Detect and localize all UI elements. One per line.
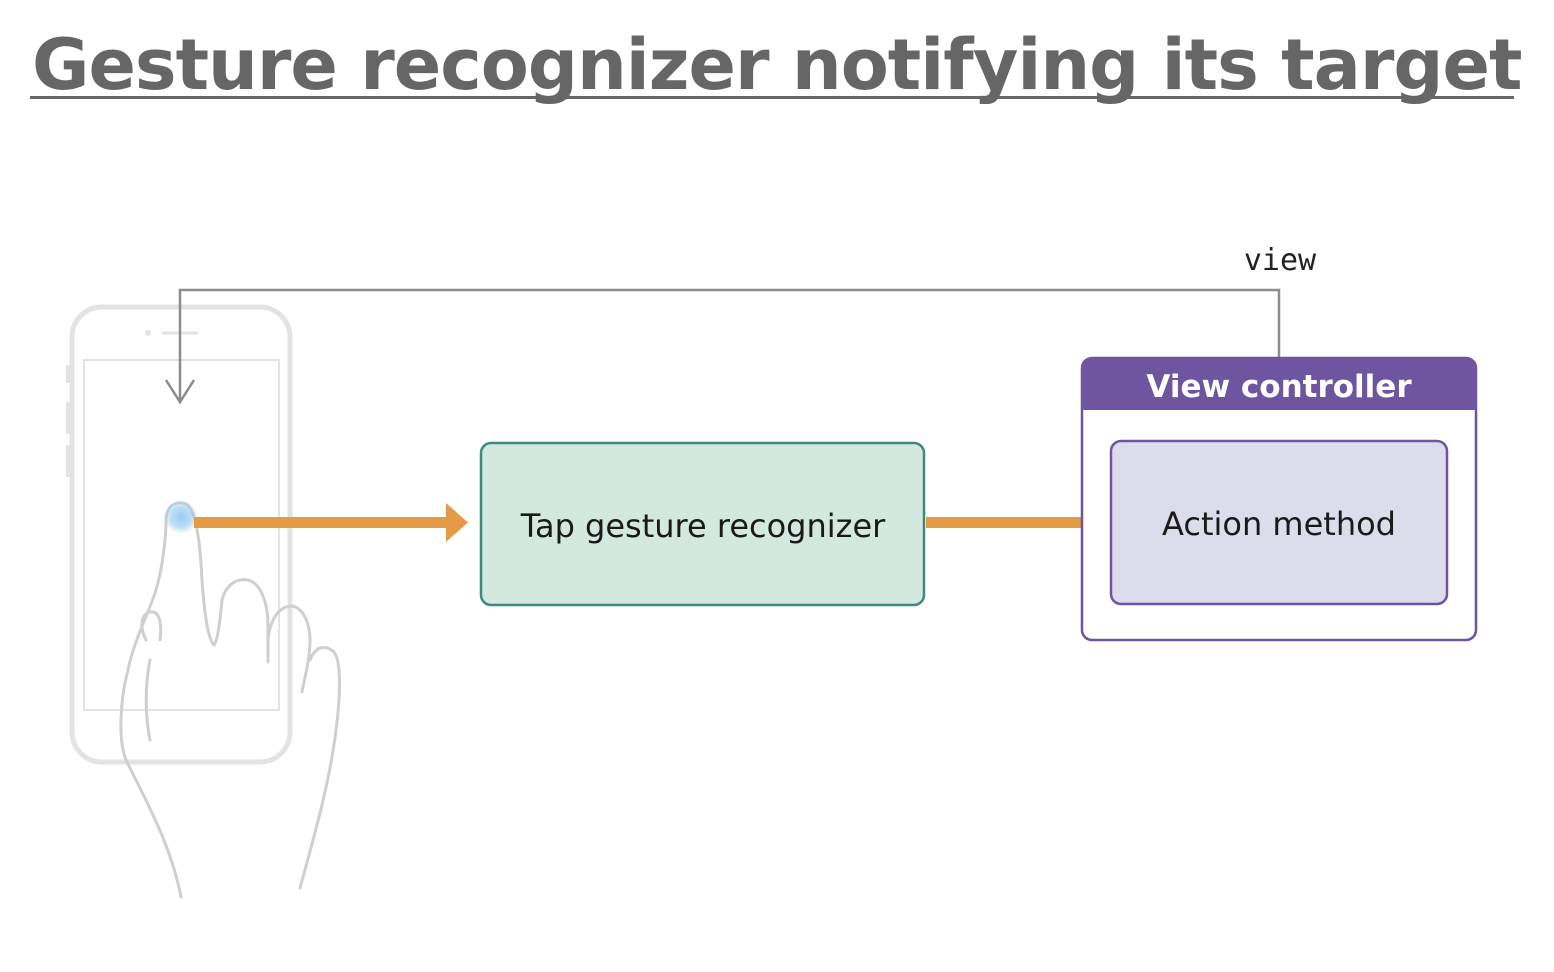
- hand-icon: [119, 501, 341, 899]
- view-connector-label: view: [1244, 243, 1317, 278]
- phone-icon: [66, 304, 293, 765]
- tap-gesture-recognizer-label: Tap gesture recognizer: [520, 507, 886, 545]
- view-controller-label: View controller: [1146, 369, 1412, 405]
- action-method-label: Action method: [1162, 505, 1396, 543]
- view-connector: [164, 288, 1281, 405]
- touch-to-recognizer-arrow: [194, 503, 468, 542]
- touch-point-icon: [164, 500, 198, 534]
- title-underline: [30, 96, 1514, 99]
- page-title: Gesture recognizer notifying its target: [32, 24, 1522, 106]
- tap-gesture-recognizer-box: Tap gesture recognizer: [479, 441, 926, 607]
- action-method-box: Action method: [1109, 439, 1449, 606]
